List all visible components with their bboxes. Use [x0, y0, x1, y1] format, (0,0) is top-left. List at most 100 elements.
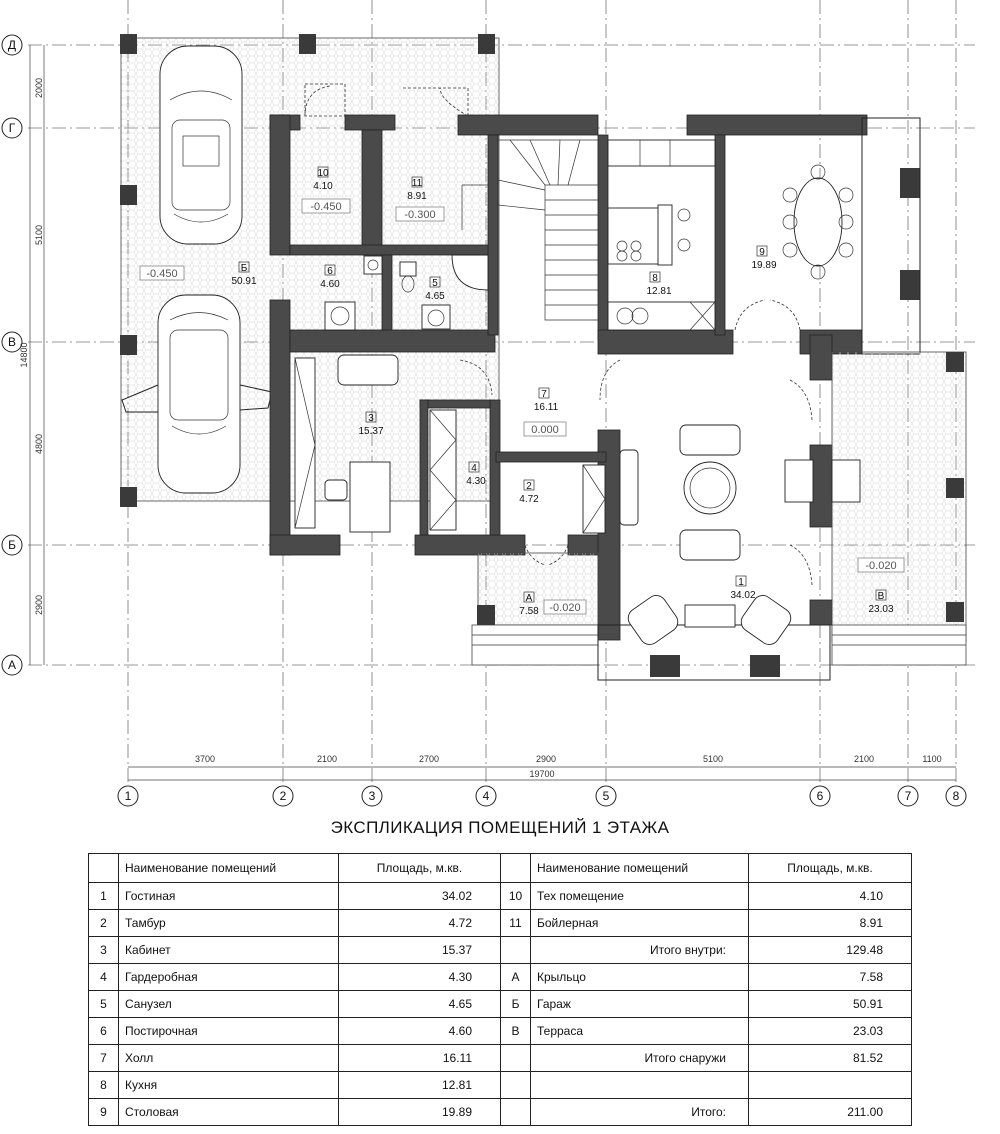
room-8: 8 12.81: [607, 139, 716, 331]
bottom-dimensions: 3700 2100 2700 2900 5100 2100 1100 19700: [128, 754, 956, 781]
car-bottom: [121, 294, 273, 494]
garage-level: -0.450: [146, 268, 177, 280]
explication-title: ЭКСПЛИКАЦИЯ ПОМЕЩЕНИЙ 1 ЭТАЖА: [330, 818, 670, 837]
room-area: 4.72: [519, 494, 539, 505]
room-number: 8: [652, 273, 658, 284]
dimension-label: 3700: [195, 754, 215, 764]
dimension-label: 5100: [34, 225, 44, 245]
table-row: 9 Столовая 19.89 Итого: 211.00: [88, 1098, 912, 1126]
room-number: 11: [412, 178, 423, 189]
table-row: 2 Тамбур 4.72 11 Бойлерная 8.91: [88, 909, 912, 937]
axis-label: 2: [280, 789, 287, 803]
room-area: 7.58: [519, 606, 539, 617]
room-area: 4.30: [466, 476, 486, 487]
room-level: 0.000: [531, 424, 559, 436]
floor-plan: -0.450 Б 50.91: [1, 0, 975, 807]
axis-label: 4: [483, 789, 490, 803]
terrace-level: -0.020: [865, 560, 896, 572]
axis-label: 7: [905, 789, 912, 803]
room-level: -0.450: [310, 201, 341, 213]
dimension-label: 5100: [703, 754, 723, 764]
column-axis-markers: 1 2 3 4 5 6 7 8: [117, 785, 967, 807]
axis-label: 3: [369, 789, 376, 803]
staircase: [497, 139, 599, 321]
room-9: 9 19.89: [734, 164, 854, 331]
table-header-row: Наименование помещений Площадь, м.кв. На…: [88, 853, 912, 883]
room-number: В: [878, 591, 885, 602]
room-area: 16.11: [534, 402, 559, 413]
axis-label: Г: [9, 121, 16, 135]
axis-label: 8: [953, 789, 960, 803]
axis-label: 5: [603, 789, 610, 803]
dimension-total: 19700: [529, 769, 554, 779]
dimension-label: 2700: [419, 754, 439, 764]
left-dimensions: 2000 5100 4800 2900 14800: [19, 45, 45, 665]
room-number: А: [526, 593, 533, 604]
table-row: 6 Постирочная 4.60 В Терраса 23.03: [88, 1017, 912, 1045]
room-area: 34.02: [730, 590, 755, 601]
column-header-name: Наименование помещений: [530, 853, 749, 883]
room-area: 8.91: [407, 191, 427, 202]
row-axis-markers: Д Г В Б А: [1, 34, 23, 676]
room-number: 1: [738, 577, 744, 588]
room-6: 6 4.60: [320, 255, 383, 331]
dimension-total: 14800: [19, 342, 29, 367]
room-level: -0.300: [404, 209, 435, 221]
room-area: 19.89: [751, 260, 776, 271]
axis-label: 1: [125, 789, 132, 803]
dimension-label: 2000: [34, 78, 44, 98]
dimension-label: 4800: [34, 434, 44, 454]
table-row: 7 Холл 16.11 Итого снаружи 81.52: [88, 1044, 912, 1072]
axis-label: В: [8, 335, 16, 349]
room-area: 23.03: [868, 604, 893, 615]
room-area: 15.37: [358, 426, 383, 437]
room-number: 3: [368, 413, 374, 424]
axis-label: Б: [8, 538, 16, 552]
axis-label: 6: [817, 789, 824, 803]
room-area: 50.91: [231, 276, 256, 287]
table-row: 4 Гардеробная 4.30 А Крыльцо 7.58: [88, 963, 912, 991]
room-area: 4.60: [320, 279, 340, 290]
room-7: 7 16.11 0.000: [459, 359, 621, 437]
terrace: -0.020 В 23.03: [831, 351, 967, 666]
room-area: 4.65: [425, 291, 445, 302]
table-row: 8 Кухня 12.81: [88, 1071, 912, 1099]
living-bay: [597, 624, 831, 681]
room-1: 1 34.02: [619, 379, 861, 645]
room-number: Б: [241, 263, 248, 274]
room-area: 4.10: [313, 181, 333, 192]
room-number: 5: [432, 278, 438, 289]
dimension-label: 1100: [922, 754, 941, 764]
room-number: 7: [541, 389, 547, 400]
room-number: 10: [317, 168, 329, 179]
room-number: 9: [759, 247, 765, 258]
room-2: 2 4.72: [519, 464, 606, 566]
porch-level: -0.020: [549, 602, 580, 614]
column-header-area: Площадь, м.кв.: [338, 853, 501, 883]
dimension-label: 2900: [34, 595, 44, 615]
room-11: 11 8.91 -0.300: [395, 176, 488, 230]
porch: -0.020 А 7.58: [471, 552, 599, 666]
dimension-label: 2100: [317, 754, 337, 764]
table-row: 3 Кабинет 15.37 Итого внутри: 129.48: [88, 936, 912, 964]
car-top: [159, 45, 243, 245]
axis-label: Д: [8, 38, 16, 52]
room-4: 4 4.30: [429, 409, 486, 531]
room-3: 3 15.37: [294, 354, 399, 533]
explication-table: Наименование помещений Площадь, м.кв. На…: [88, 853, 912, 1126]
dimension-label: 2900: [536, 754, 556, 764]
room-5: 5 4.65: [399, 254, 489, 330]
room-10: 10 4.10 -0.450: [301, 166, 351, 214]
dimension-label: 2100: [854, 754, 874, 764]
room-number: 4: [471, 463, 477, 474]
axis-label: А: [8, 658, 16, 672]
column-header-area: Площадь, м.кв.: [748, 853, 912, 883]
table-row: 5 Санузел 4.65 Б Гараж 50.91: [88, 990, 912, 1018]
room-number: 6: [327, 266, 333, 277]
room-number: 2: [526, 481, 532, 492]
dining-bay: [861, 117, 921, 355]
table-row: 1 Гостиная 34.02 10 Тех помещение 4.10: [88, 882, 912, 910]
room-area: 12.81: [646, 286, 671, 297]
column-header-name: Наименование помещений: [118, 853, 339, 883]
walls: [269, 114, 920, 641]
